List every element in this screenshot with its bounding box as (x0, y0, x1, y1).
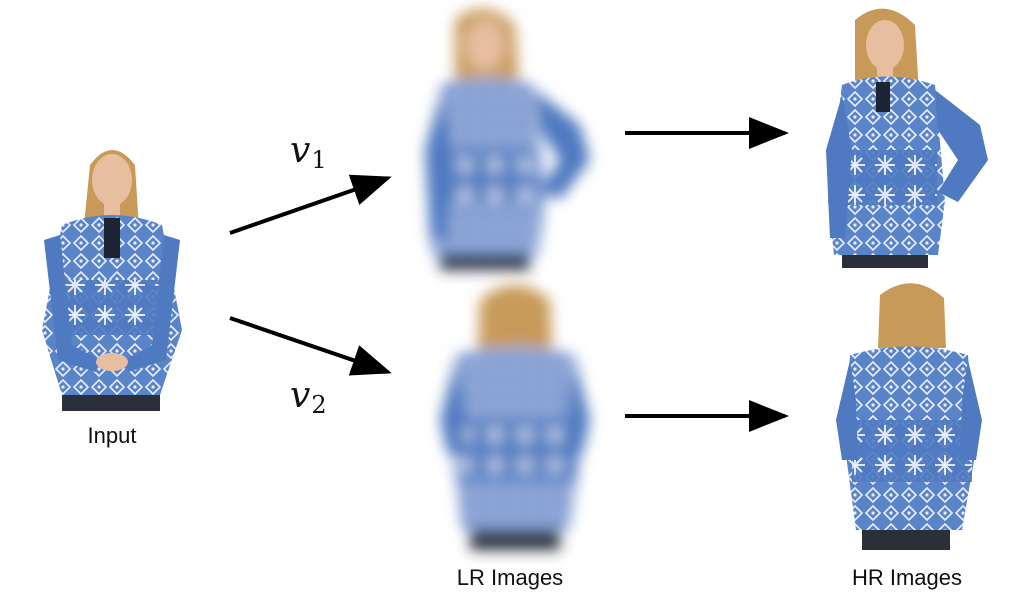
hr-image-view-2 (836, 283, 982, 550)
lr-image-view-2 (440, 285, 590, 550)
view-1-label: v1 (290, 130, 327, 174)
hr-image-view-1 (826, 8, 988, 268)
view-2-label: v2 (290, 375, 327, 419)
input-caption: Input (87, 423, 137, 448)
hr-images-caption: HR Images (851, 565, 963, 590)
arrow-to-view-2 (229, 316, 392, 376)
view-2-symbol: v (290, 375, 311, 416)
arrow-to-view-1 (229, 174, 392, 235)
view-1-subscript: 1 (311, 146, 327, 174)
view-1-symbol: v (290, 130, 311, 171)
view-2-subscript: 2 (311, 391, 327, 419)
input-photo (42, 150, 182, 411)
lr-images-caption: LR Images (456, 565, 564, 590)
lr-image-view-1 (425, 8, 590, 270)
